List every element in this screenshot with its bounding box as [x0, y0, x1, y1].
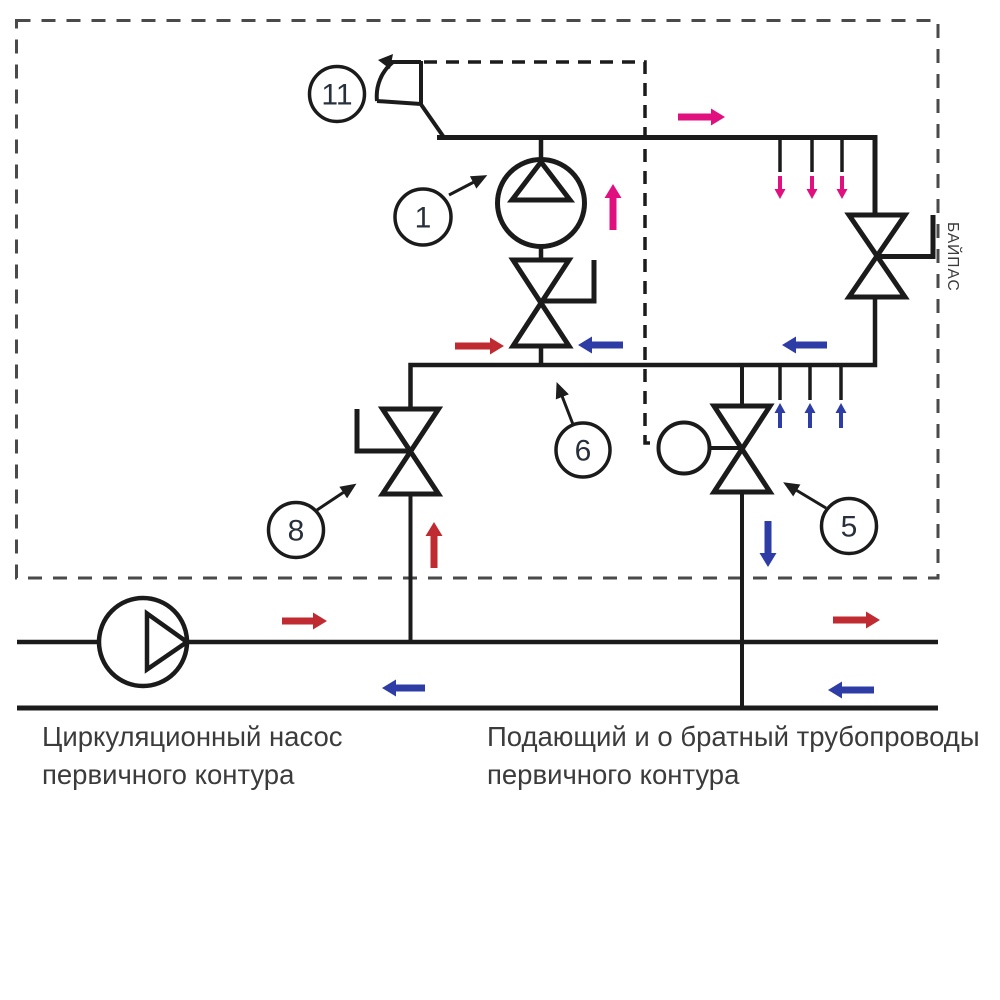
- caption-primary-pump-line2: первичного контура: [42, 759, 295, 790]
- sensor-frame: [376, 60, 445, 138]
- supply-arrow-up-icon: [425, 522, 443, 568]
- primary-pump-symbol: [96, 595, 191, 689]
- branch-arrow-up-icon: [835, 403, 847, 428]
- secondary-flow-arrows: [604, 108, 848, 230]
- callout-8: 8: [266, 500, 326, 560]
- distribution-branches-supply: [778, 140, 844, 172]
- return-arrow-left-icon: [782, 336, 827, 354]
- callout-circle: [554, 421, 612, 479]
- callout-6: 6: [554, 421, 612, 479]
- valve-8-symbol: [354, 406, 444, 497]
- supply-flow-arrows: [282, 337, 880, 630]
- branch-arrow-down-icon: [806, 176, 818, 199]
- sensor-control-line-dashed: [424, 60, 658, 445]
- valve-5-symbol: [656, 403, 775, 495]
- callout-number: 11: [321, 79, 352, 112]
- sensor-arc: [374, 60, 395, 102]
- callout-circle: [307, 64, 367, 124]
- callout-5-leader-arrow: [783, 482, 827, 510]
- valve-actuator-icon: [656, 420, 712, 476]
- caption-primary-pipes-line2: первичного контура: [487, 759, 740, 790]
- callout-circle: [393, 187, 453, 247]
- caption-primary-pump-line1: Циркуляционный насос: [42, 721, 343, 752]
- distribution-branches-return: [778, 365, 843, 400]
- callout-circle: [819, 496, 879, 556]
- pump-impeller-icon: [144, 609, 191, 674]
- return-arrow-left-icon: [828, 681, 874, 699]
- callout-11: 11: [307, 64, 367, 124]
- callout-circle: [266, 500, 326, 560]
- callout-number: 8: [288, 515, 305, 548]
- return-arrow-left-icon: [382, 679, 425, 697]
- callout-5: 5: [819, 496, 879, 556]
- pump-impeller-icon: [506, 157, 576, 203]
- callouts: 11 1 6 8 5: [266, 64, 879, 560]
- callout-6-leader-arrow: [555, 382, 576, 428]
- supply-arrow-right-icon: [282, 612, 327, 630]
- secondary-return-pipe: [408, 297, 878, 409]
- supply-arrow-right-icon: [455, 337, 504, 355]
- secondary-arrow-up-icon: [604, 184, 622, 230]
- secondary-arrow-right-icon: [678, 108, 725, 126]
- valve-handle-icon: [877, 215, 936, 259]
- piping: [17, 135, 938, 711]
- return-arrow-down-icon: [759, 521, 777, 567]
- secondary-pump-symbol: [495, 157, 587, 249]
- supply-arrow-right-icon: [833, 611, 880, 629]
- caption-primary-pipes-line1: Подающий и о братный трубопроводы: [487, 721, 980, 752]
- branch-arrow-down-icon: [836, 176, 848, 199]
- return-flow-arrows: [382, 336, 874, 699]
- pump-group-valve-symbol: [508, 257, 597, 349]
- valve-handle-icon: [541, 260, 597, 304]
- pump-body-icon: [96, 595, 190, 689]
- captions: Циркуляционный насос первичного контура …: [42, 721, 980, 790]
- valve-bowtie-icon: [377, 406, 444, 497]
- valve-bowtie-icon: [709, 403, 775, 495]
- return-arrow-left-icon: [578, 336, 623, 354]
- sensor-arrowhead: [378, 54, 393, 69]
- callout-number: 6: [575, 435, 592, 468]
- bypass-label: БАЙПАС: [944, 222, 962, 292]
- callout-number: 1: [415, 202, 432, 235]
- branch-arrow-up-icon: [774, 403, 786, 428]
- callout-1-leader-arrow: [448, 175, 488, 197]
- callout-number: 5: [841, 511, 858, 544]
- branch-arrow-up-icon: [804, 403, 816, 428]
- callout-leaders: [316, 175, 827, 512]
- component-symbols: [96, 54, 936, 689]
- system-boundary-dashed-box: [15, 19, 940, 580]
- pump-body-icon: [495, 157, 587, 249]
- callout-8-leader-arrow: [316, 483, 357, 512]
- temperature-sensor-icon: [374, 54, 445, 138]
- callout-1: 1: [393, 187, 453, 247]
- valve-handle-icon: [354, 409, 410, 454]
- secondary-supply-pipe: [437, 135, 878, 215]
- branch-arrow-down-icon: [774, 176, 786, 199]
- bypass-valve-symbol: [844, 212, 936, 300]
